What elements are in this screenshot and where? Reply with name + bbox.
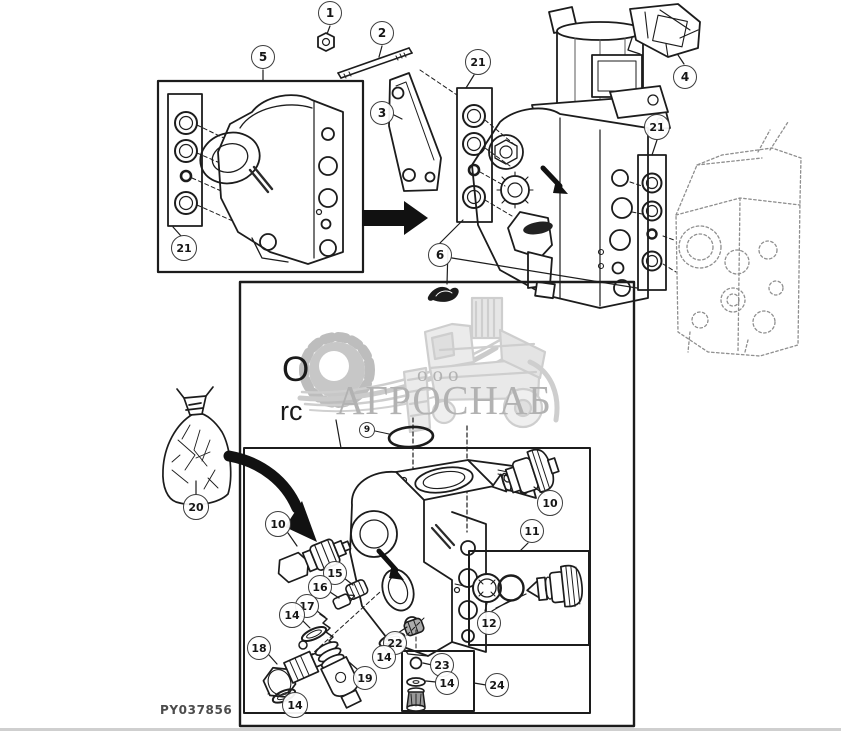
callout-1: 1 (318, 1, 342, 25)
callout-21-mid-left: 21 (465, 49, 491, 75)
callout-11: 11 (520, 519, 544, 543)
kit-box-24 (401, 629, 487, 712)
callout-20: 20 (183, 494, 209, 520)
nut-and-stud (317, 25, 413, 79)
parts-bag (162, 386, 232, 506)
callout-6: 6 (428, 243, 452, 267)
obscured-text-line1: O (282, 350, 310, 389)
bag-arrow (223, 450, 317, 542)
seal-strip-right (629, 139, 677, 291)
callout-2: 2 (370, 21, 394, 45)
callout-5: 5 (251, 45, 275, 69)
drawing-number: PY037856 (160, 703, 233, 717)
callout-12: 12 (477, 611, 501, 635)
callout-21-mid-right: 21 (644, 114, 670, 140)
detail-section (238, 280, 636, 728)
watermark-logo (297, 296, 560, 434)
callout-14-c: 14 (372, 645, 396, 669)
exploded-small-parts (262, 577, 425, 709)
watermark-company-prefix: ооо (417, 362, 464, 386)
cartridge-10-right (491, 448, 560, 494)
callout-14-b: 14 (282, 692, 308, 718)
seal-strip-left (419, 69, 517, 223)
callout-18: 18 (247, 636, 271, 660)
callout-4: 4 (673, 65, 697, 89)
callout-14-d: 14 (435, 671, 459, 695)
callout-3: 3 (370, 101, 394, 125)
callout-19: 19 (353, 666, 377, 690)
assembly-arrow (362, 201, 428, 235)
watermark-company-name: АГРОСНАБ (336, 377, 552, 423)
callout-9: 9 (359, 422, 375, 438)
callout-24: 24 (485, 673, 509, 697)
connector-cover (627, 3, 701, 65)
obscured-text-line2: rc (280, 396, 303, 426)
callout-15: 15 (323, 561, 347, 585)
kit-box-11 (454, 542, 590, 646)
callout-10-right: 10 (537, 490, 563, 516)
callout-21-kit-left: 21 (171, 235, 197, 261)
bracket-plate (388, 72, 442, 192)
ghost-valve-stack (675, 121, 802, 357)
valve-assembly-center (471, 6, 671, 309)
kit-box-5 (156, 69, 365, 274)
callout-10-left: 10 (265, 511, 291, 537)
valve-body-bottom (349, 459, 537, 657)
callout-14-a: 14 (279, 602, 305, 628)
